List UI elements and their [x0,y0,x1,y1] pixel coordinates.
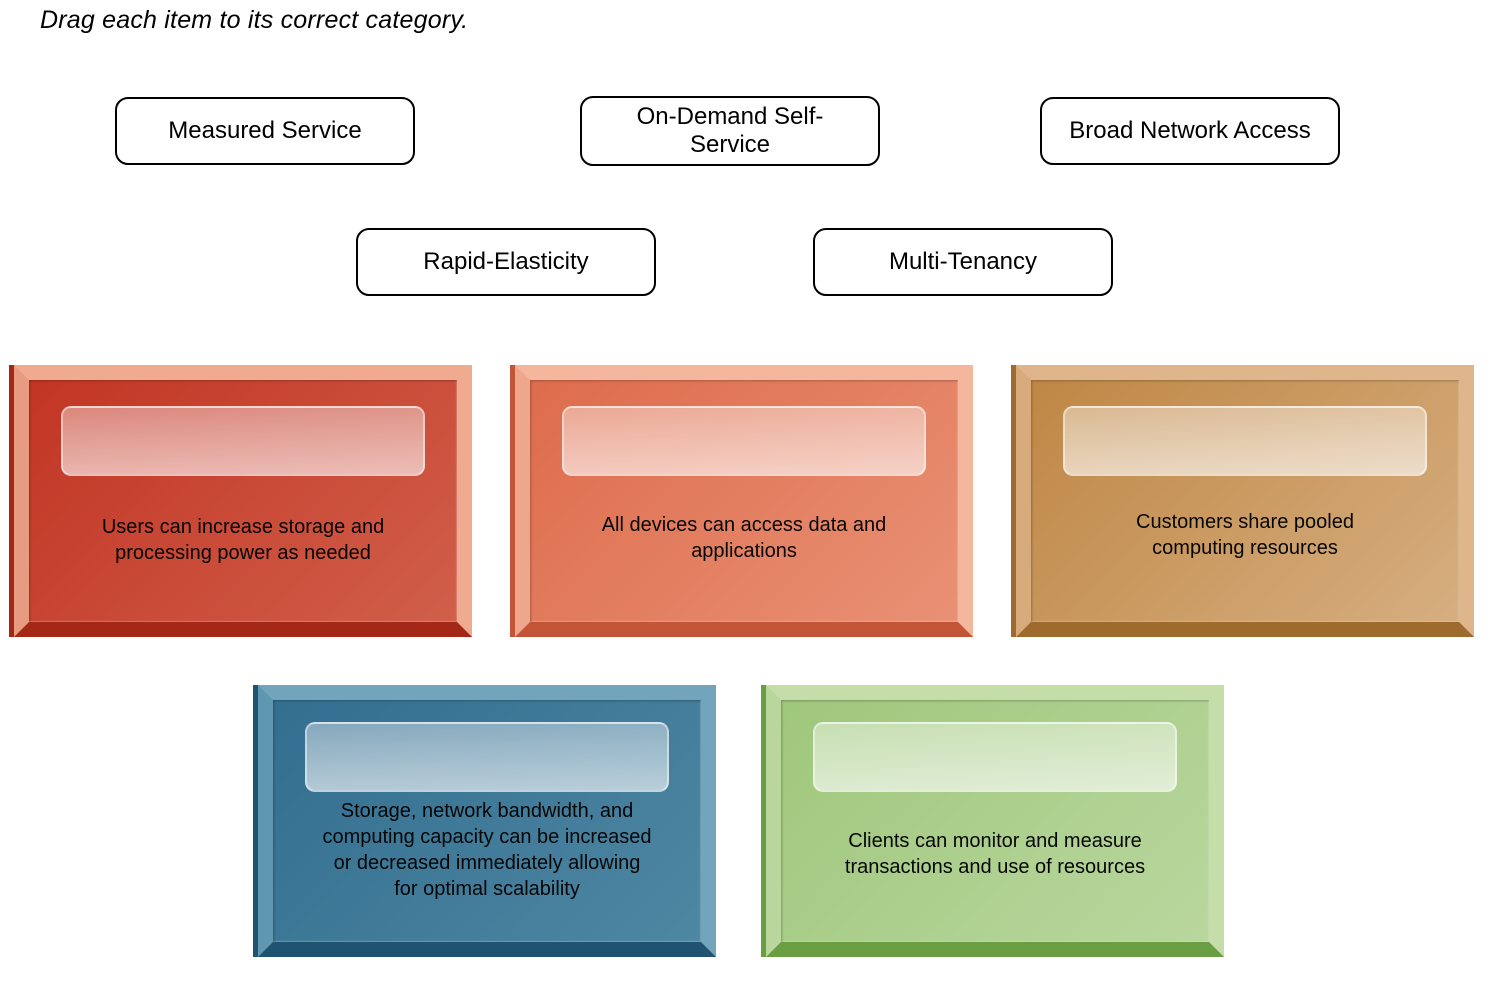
category-description: Clients can monitor and measure transact… [844,830,1146,878]
drop-zone[interactable] [1063,406,1427,476]
category-panel-red: Users can increase storage and processin… [14,365,472,637]
drag-item-label: Rapid-Elasticity [423,248,589,276]
category-panel-orange: All devices can access data and applicat… [515,365,973,637]
drop-zone[interactable] [61,406,425,476]
drag-item-label: On-Demand Self-Service [636,103,824,158]
drag-item-label: Measured Service [168,117,362,145]
category-panel-blue: Storage, network bandwidth, and computin… [258,685,716,957]
drag-item-label: Multi-Tenancy [888,248,1038,276]
drag-item-label: Broad Network Access [1069,117,1311,145]
instruction-text: Drag each item to its correct category. [40,6,469,34]
drop-zone[interactable] [562,406,926,476]
drop-zone[interactable] [305,722,669,792]
drag-item-rapid-elasticity[interactable]: Rapid-Elasticity [356,228,656,296]
category-panel-green: Clients can monitor and measure transact… [766,685,1224,957]
drag-item-on-demand-self-service[interactable]: On-Demand Self-Service [580,96,880,166]
drop-zone[interactable] [813,722,1177,792]
category-description: All devices can access data and applicat… [601,514,887,562]
drag-item-multi-tenancy[interactable]: Multi-Tenancy [813,228,1113,296]
category-description: Storage, network bandwidth, and computin… [322,800,652,900]
drag-item-broad-network-access[interactable]: Broad Network Access [1040,97,1340,165]
category-description: Users can increase storage and processin… [101,516,385,564]
category-panel-tan: Customers share pooled computing resourc… [1016,365,1474,637]
category-description: Customers share pooled computing resourc… [1136,511,1354,559]
drag-item-measured-service[interactable]: Measured Service [115,97,415,165]
